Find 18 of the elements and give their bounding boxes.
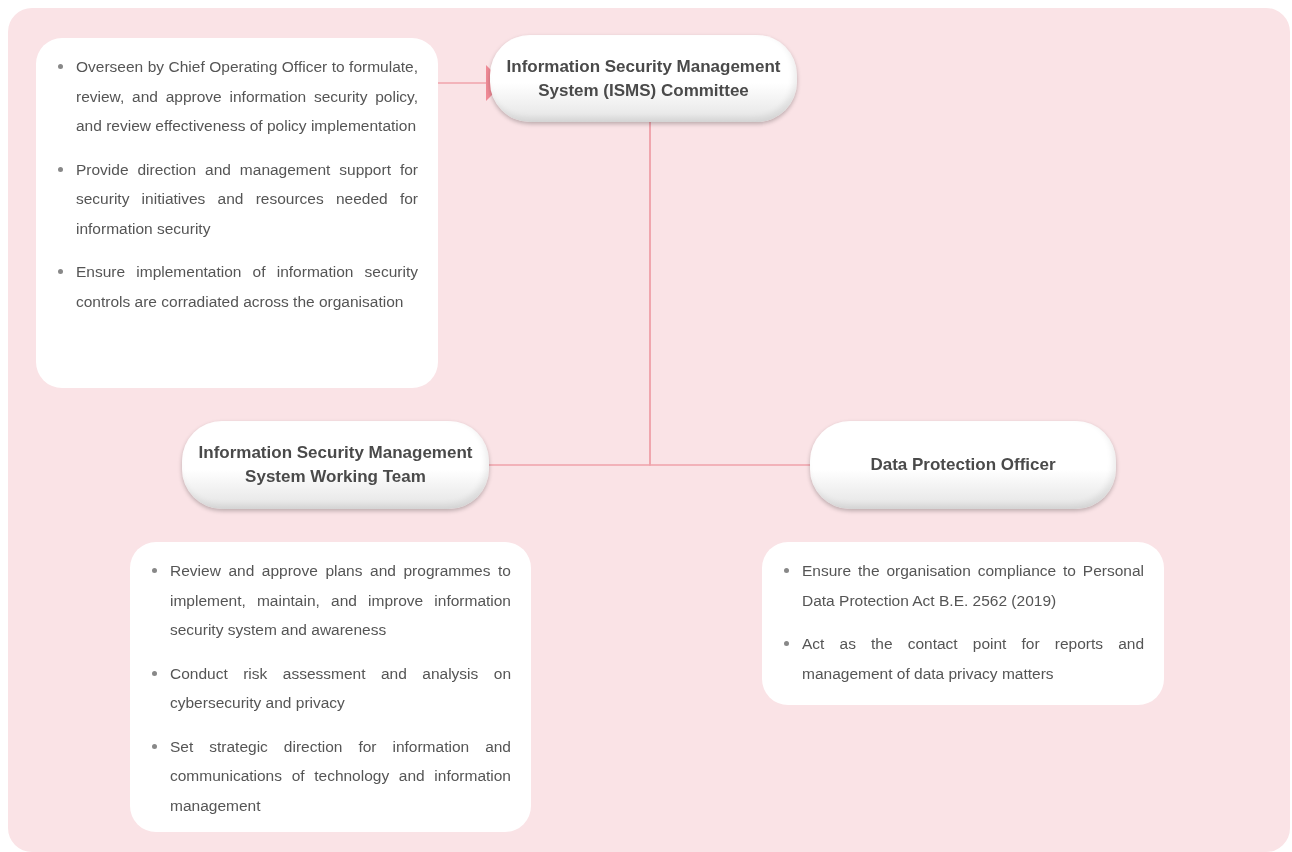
bullet-text: Set strategic direction for information and communications of technology and information management	[170, 737, 511, 814]
duties-card	[762, 542, 1164, 705]
role-title: Information Security Management System (ISMS) Committee	[505, 55, 782, 102]
duties-card	[36, 38, 438, 388]
role-pill	[182, 421, 489, 509]
connector-line	[649, 121, 811, 466]
duties-card	[130, 542, 531, 832]
bullet-text: Conduct risk assessment and analysis on cybersecurity and privacy	[170, 664, 511, 711]
bullet-text: Act as the contact point for reports and management of data privacy matters	[802, 635, 1144, 682]
role-title: Information Security Management System Working Team	[197, 442, 474, 488]
role-pill	[490, 35, 797, 122]
role-title: Data Protection Officer	[870, 454, 1056, 476]
bullet-text: Ensure the organisation compliance to Personal Data Protection Act B.E. 2562 (2019)	[802, 562, 1144, 609]
bullet-text: Overseen by Chief Operating Officer to formulate, review, and approve information security policy, and review effectiveness of policy implementation	[76, 58, 418, 134]
bullet-text: Review and approve plans and programmes to implement, maintain, and improve information security system and awareness	[170, 562, 511, 638]
bullet-text: Ensure implementation of information security controls are corradiated across the organisation	[76, 263, 418, 310]
bullet-text: Provide direction and management support for security initiatives and resources needed for information security	[76, 160, 418, 237]
role-pill	[810, 421, 1116, 509]
